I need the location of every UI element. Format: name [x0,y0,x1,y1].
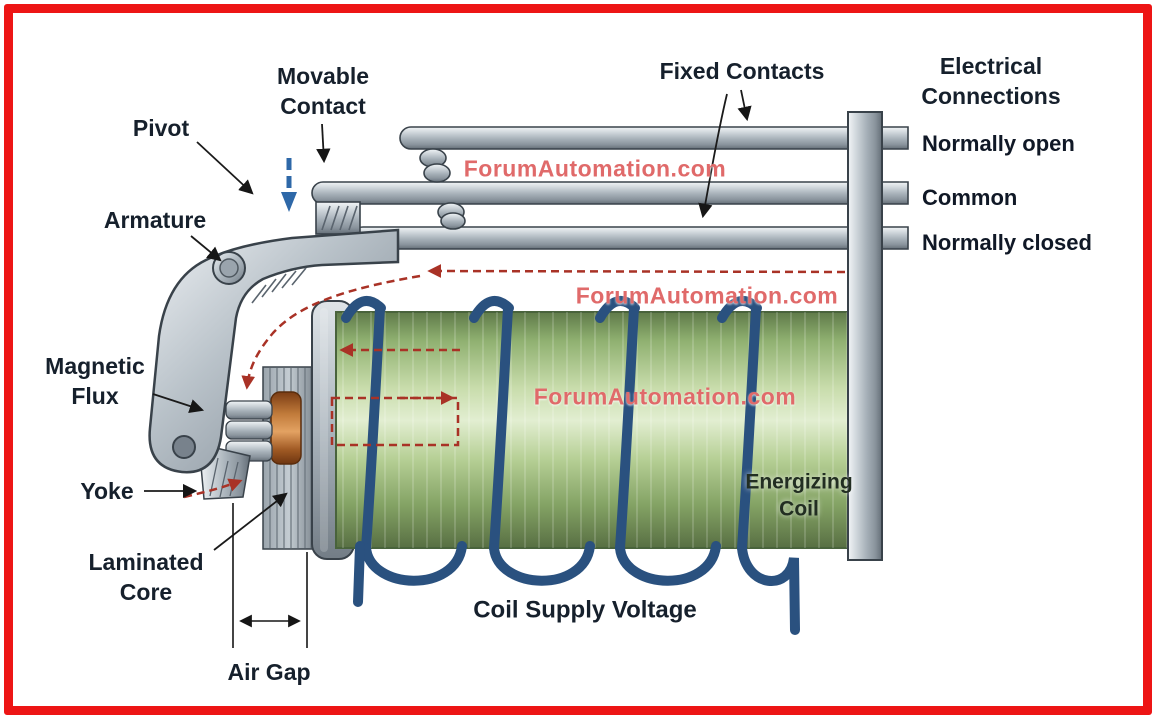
coil-wire [341,296,800,635]
pivot-inner [219,258,239,278]
movable-contact-pointer-arrow [316,123,331,164]
label-coil-supply-voltage: Coil Supply Voltage [473,596,697,624]
wire-bottom-loop [489,541,595,586]
armature-assembly [148,228,400,474]
label-yoke: Yoke [80,478,134,505]
label-electrical-connections: Electrical Connections [921,53,1061,109]
wire-front-strand [489,303,513,553]
coil-lead-right [737,543,800,635]
label-armature: Armature [103,207,207,234]
top-contact-bars [311,126,909,250]
wire-front-strand [737,303,761,553]
label-normally-closed: Normally closed [922,230,1092,255]
post-knurl-lines [321,205,358,231]
flux-armature-path [241,274,421,390]
coil-lead-left [353,541,365,607]
wire-bottom-loop [615,541,721,586]
label-laminated-core: Laminated Core [88,549,204,605]
core-pole-pieces [225,400,273,462]
wire-front-strand [615,303,639,553]
label-air-gap: Air Gap [227,659,311,686]
label-pivot: Pivot [132,115,190,142]
watermark: ForumAutomation.com [463,155,727,182]
contact-nub [440,212,466,230]
fixed-contact-bar-normally-open [399,126,909,150]
label-fixed-contacts: Fixed Contacts [659,58,825,85]
fixed-contact-pointer-arrow-nc [698,93,728,219]
coil-body [335,311,851,549]
label-normally-open: Normally open [922,131,1075,156]
magnetic-flux-paths [183,264,846,499]
flux-top-path [427,264,846,278]
force-arrow [281,158,297,212]
label-common: Common [922,185,1018,210]
watermark: ForumAutomation.com [533,383,797,410]
copper-shading-ring [270,391,302,465]
wire-bottom-loop [361,541,467,586]
laminated-core-pointer-arrow [213,492,288,551]
magnetic-flux-pointer-arrow [152,393,205,414]
fixed-contact-bar-normally-closed [351,226,909,250]
contact-nub [423,163,451,183]
pivot-pointer-arrow [196,141,254,195]
air-gap-dimension [232,503,308,648]
armature-hole [172,435,196,459]
movable-contact-bar-common [311,181,909,205]
label-magnetic-flux: Magnetic Flux [45,353,145,409]
armature-serrations [251,267,307,304]
wire-front-strand [361,303,385,553]
label-energizing-coil: Energizing Coil [745,470,853,521]
armature-pointer-arrow [190,235,222,262]
fixed-contact-pointer-arrow-no [737,89,752,122]
terminal-bar [847,111,883,561]
watermark: ForumAutomation.com [575,282,839,309]
label-movable-contact: Movable Contact [276,63,370,119]
pointer-arrows [144,89,752,551]
